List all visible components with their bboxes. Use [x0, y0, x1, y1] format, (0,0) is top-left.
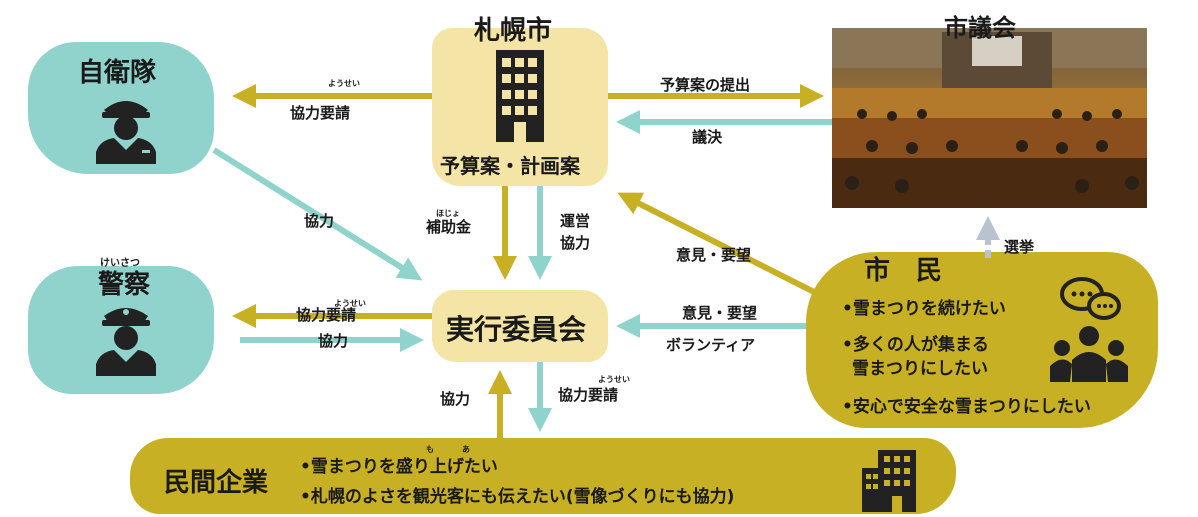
building-icon [496, 50, 544, 142]
citizens-bullet-3: •安心で安全な雪まつりにしたい [842, 397, 1091, 417]
operation-label: 運営 [560, 212, 591, 230]
opinion-city-label: 意見・要望 [676, 246, 752, 264]
police-title: 警察 [98, 270, 151, 300]
companies-ruby-1: も [426, 445, 434, 454]
sdf-coop-label: 協力 [304, 212, 335, 230]
companies-title: 民間企業 [164, 468, 269, 498]
city-to-sdf-label: 協力要請 [290, 104, 351, 122]
council-hall-image [832, 28, 1147, 208]
operation2-label: 協力 [560, 234, 591, 252]
comm-to-company-ruby: ようせい [598, 375, 630, 384]
sdf-title: 自衛隊 [78, 58, 157, 88]
citizens-bullet-2: •多くの人が集まる [842, 335, 989, 355]
companies-bullet-1: •雪まつりを盛り上げたい [300, 457, 498, 477]
comm-to-police-ruby: ようせい [334, 299, 366, 308]
budget-submit-label: 予算案の提出 [660, 76, 751, 94]
citizens-title: 市 民 [864, 256, 943, 286]
citizens-node [806, 252, 1158, 428]
companies-bullet-2: •札幌のよさを観光客にも伝えたい(雪像づくりにも協力) [300, 487, 735, 507]
committee-node [432, 290, 608, 362]
police-ruby: けいさつ [100, 258, 140, 269]
company-coop-label: 協力 [440, 390, 471, 408]
city-to-sdf-ruby: ようせい [328, 79, 360, 88]
group-people-icon [1050, 326, 1128, 382]
office-building-icon [862, 450, 916, 512]
comm-to-police-label: 協力要請 [296, 306, 357, 324]
police-officer-icon [96, 308, 156, 376]
comm-to-company-label: 協力要請 [558, 386, 619, 404]
chat-bubbles-icon [1060, 277, 1121, 320]
resolution-label: 議決 [692, 128, 723, 146]
subsidy-ruby: ほじょ [436, 209, 460, 218]
council-title: 市議会 [944, 14, 1016, 42]
police-coop-label: 協力 [318, 332, 349, 350]
opinion-committee-label: 意見・要望 [682, 304, 758, 322]
sapporo-title: 札幌市 [474, 16, 553, 46]
soldier-icon [96, 101, 156, 164]
citizens-bullet-1: •雪まつりを続けたい [842, 299, 1006, 319]
council-photo [832, 28, 1147, 208]
sapporo-subtitle: 予算案・計画案 [440, 154, 580, 178]
subsidy-label: 補助金 [426, 218, 472, 236]
companies-ruby-2: あ [462, 445, 470, 454]
committee-title: 実行委員会 [446, 313, 587, 346]
volunteer-label: ボランティア [666, 336, 756, 354]
companies-node [130, 438, 956, 514]
election-label: 選挙 [1004, 238, 1035, 256]
citizens-bullet-2b: 雪まつりにしたい [852, 359, 988, 379]
